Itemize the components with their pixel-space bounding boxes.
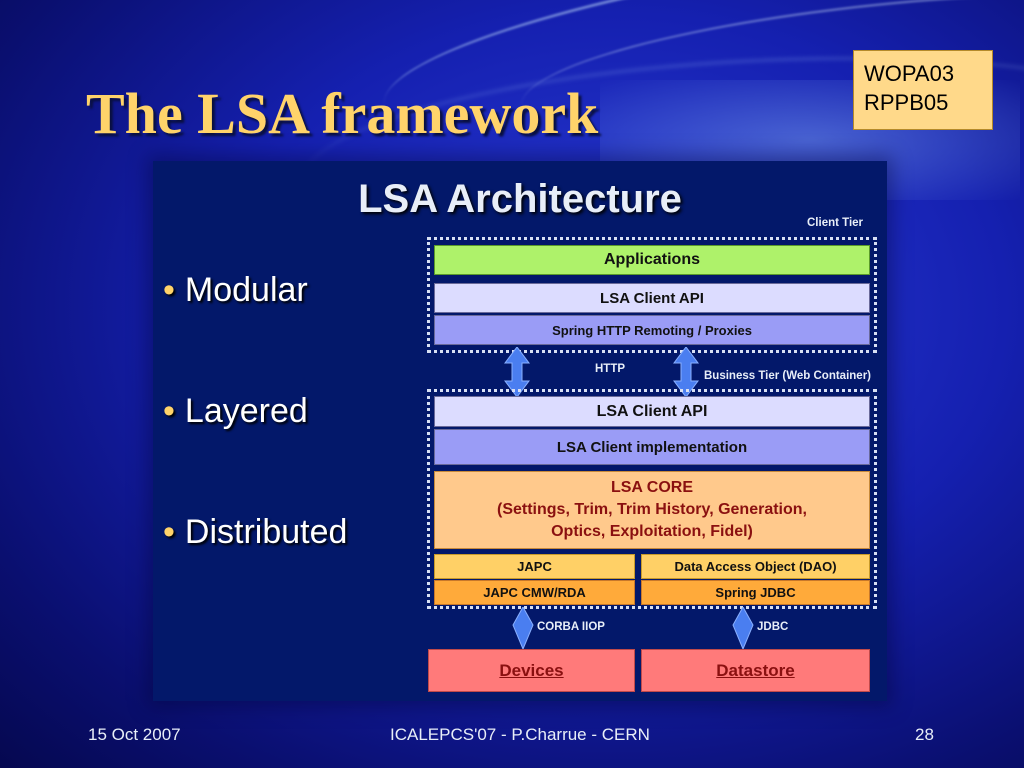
jdbc-arrow-icon: [732, 607, 754, 649]
architecture-heading: LSA Architecture: [358, 177, 682, 221]
spring-remoting-box: Spring HTTP Remoting / Proxies: [434, 315, 870, 345]
client-tier-container: [427, 237, 877, 353]
applications-box: Applications: [434, 245, 870, 275]
core-title: LSA CORE: [610, 479, 694, 496]
spring-jdbc-box: Spring JDBC: [641, 580, 870, 605]
datastore-box: Datastore: [641, 649, 870, 692]
client-implementation-box: LSA Client implementation: [434, 429, 870, 465]
paper-id-tag: RPPB05: [864, 90, 949, 115]
bullet-text: Distributed: [184, 513, 348, 551]
architecture-panel: LSA Architecture •Modular •Layered •Dist…: [153, 161, 887, 701]
client-api-box: LSA Client API: [434, 283, 870, 313]
lsa-core-box: LSA CORE (Settings, Trim, Trim History, …: [434, 471, 870, 549]
bullet-item: •Distributed: [163, 513, 347, 634]
japc-cmw-box: JAPC CMW/RDA: [434, 580, 635, 605]
paper-id-box: WOPA03 RPPB05: [853, 50, 993, 130]
devices-box: Devices: [428, 649, 635, 692]
http-label: HTTP: [595, 363, 626, 375]
core-line: Optics, Exploitation, Fidel): [551, 523, 753, 540]
japc-box: JAPC: [434, 554, 635, 579]
corba-arrow-icon: [512, 607, 534, 649]
core-line: (Settings, Trim, Trim History, Generatio…: [497, 501, 807, 518]
footer-page-number: 28: [915, 725, 934, 744]
bullet-icon: •: [163, 513, 175, 551]
bullet-item: •Layered: [163, 392, 347, 513]
bullet-icon: •: [163, 392, 175, 430]
slide-title: The LSA framework: [86, 81, 599, 146]
jdbc-label: JDBC: [757, 621, 789, 633]
dao-box: Data Access Object (DAO): [641, 554, 870, 579]
business-tier-label: Business Tier (Web Container): [704, 370, 871, 382]
bullet-text: Layered: [184, 392, 308, 430]
business-tier-container: [427, 389, 877, 609]
client-tier-label: Client Tier: [807, 217, 864, 229]
corba-label: CORBA IIOP: [537, 621, 605, 633]
http-arrow-icon: [673, 347, 699, 397]
bullet-list: •Modular •Layered •Distributed: [163, 271, 347, 634]
paper-id-tag: WOPA03: [864, 61, 955, 86]
server-client-api-box: LSA Client API: [434, 396, 870, 427]
bullet-item: •Modular: [163, 271, 347, 392]
http-arrow-icon: [504, 347, 530, 397]
footer-date: 15 Oct 2007: [88, 725, 181, 744]
bullet-text: Modular: [184, 271, 308, 309]
footer-conference: ICALEPCS'07 - P.Charrue - CERN: [390, 725, 650, 744]
bullet-icon: •: [163, 271, 175, 309]
